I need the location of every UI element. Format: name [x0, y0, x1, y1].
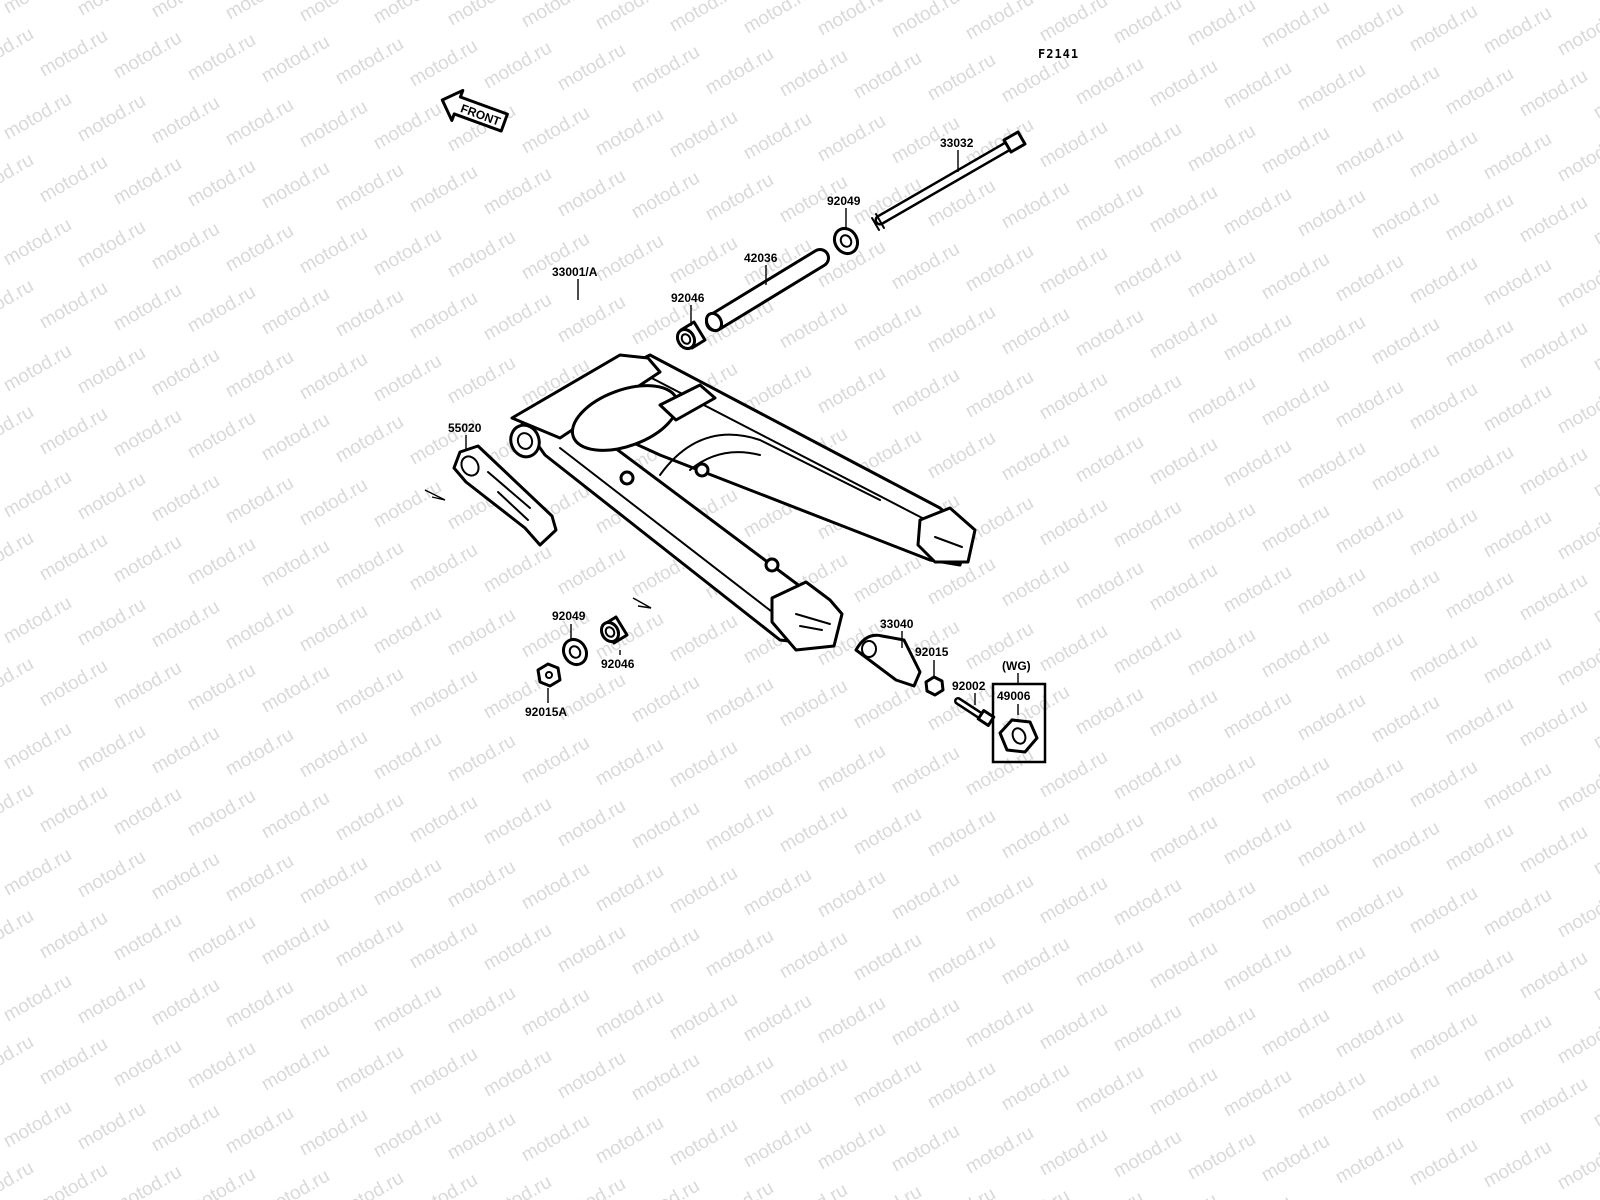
pivot-shaft-33032 — [871, 130, 1027, 231]
label-33040: 33040 — [880, 617, 914, 631]
swingarm-33001A — [509, 353, 977, 652]
label-33001A: 33001/A — [552, 265, 598, 279]
adjuster-plate-33040 — [854, 633, 922, 688]
label-55020: 55020 — [448, 421, 482, 435]
wg-variant-box: (WG) 49006 — [991, 659, 1047, 764]
nut-92015A — [536, 662, 562, 688]
nut-49006 — [998, 718, 1039, 754]
label-92049-bottom: 92049 — [552, 609, 586, 623]
seal-92049-bottom — [561, 637, 589, 667]
variant-label: (WG) — [1002, 659, 1031, 673]
label-92015A: 92015A — [525, 705, 567, 719]
label-92046-top: 92046 — [671, 291, 705, 305]
chain-guard-55020 — [452, 444, 558, 547]
bearing-92046-top — [675, 320, 707, 351]
label-92002: 92002 — [952, 679, 986, 693]
sleeve-42036 — [704, 248, 830, 333]
diagram-code: F2141 — [1038, 47, 1079, 61]
label-42036: 42036 — [744, 251, 778, 265]
label-49006: 49006 — [997, 689, 1031, 703]
label-92015: 92015 — [915, 645, 949, 659]
bearing-92046-bottom — [599, 615, 629, 645]
label-92049-top: 92049 — [827, 194, 861, 208]
label-33032: 33032 — [940, 136, 974, 150]
front-arrow: FRONT — [440, 88, 509, 133]
label-92046-bottom: 92046 — [601, 657, 635, 671]
seal-92049-top — [832, 226, 860, 256]
bolt-92002 — [954, 697, 996, 727]
nut-92015 — [924, 675, 945, 697]
